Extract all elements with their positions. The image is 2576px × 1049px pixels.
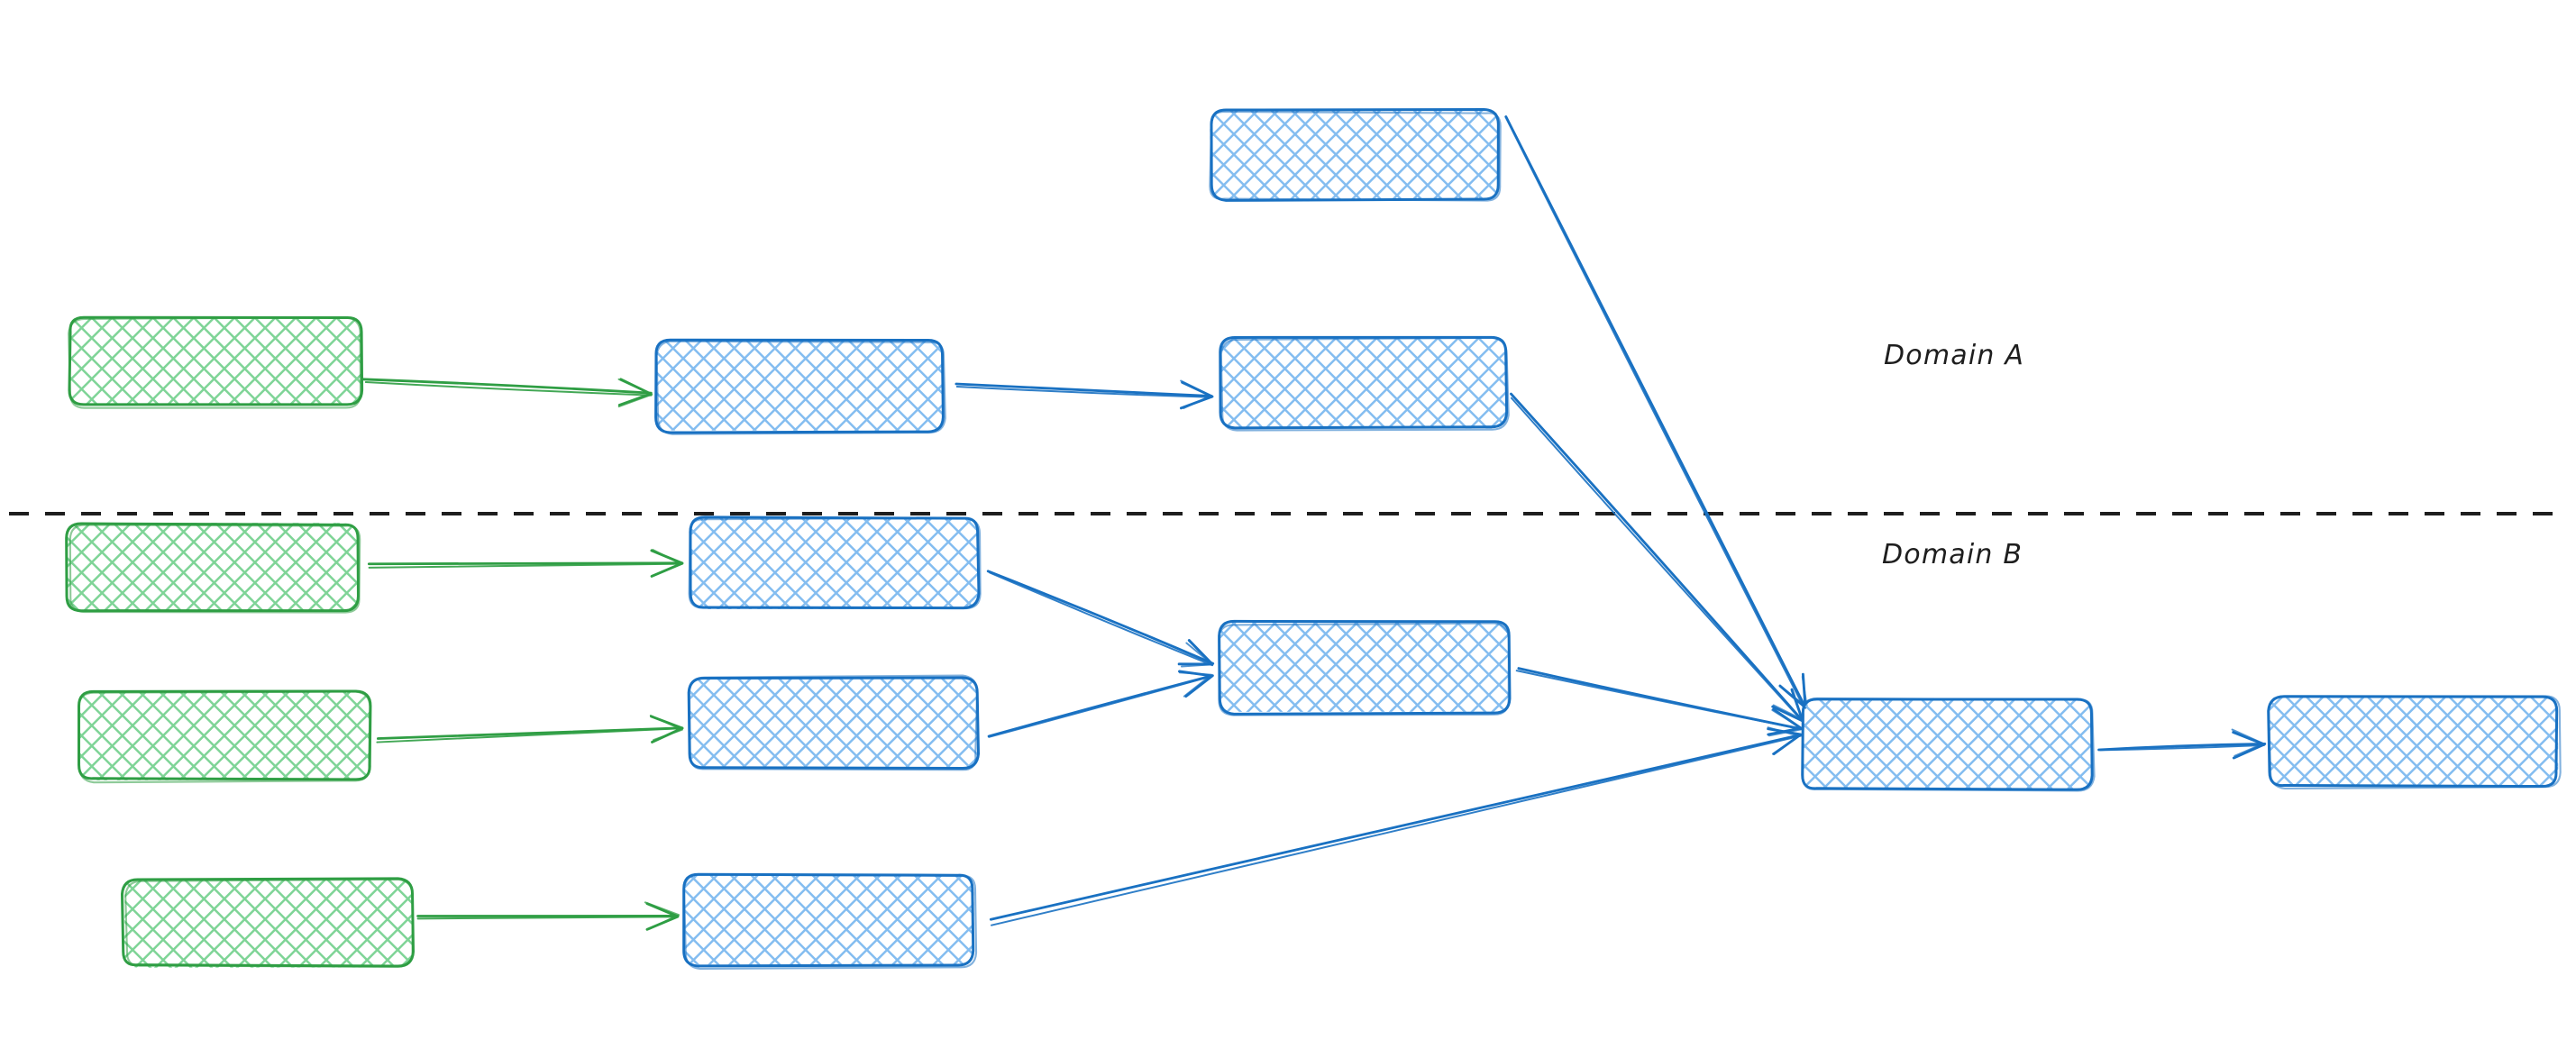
node-hitbox-b-hub[interactable] — [1219, 622, 1508, 712]
node-b-src-3[interactable] — [121, 877, 415, 968]
node-hitbox-a-proc-1[interactable] — [656, 341, 943, 431]
node-b-proc-3[interactable] — [682, 872, 978, 971]
node-hitbox-b-out[interactable] — [2270, 696, 2558, 786]
edge-e2 — [955, 379, 1214, 410]
node-hitbox-b-src-2[interactable] — [79, 692, 370, 780]
nodes-layer — [65, 108, 2562, 971]
edge-e4 — [1510, 392, 1804, 723]
edges-layer — [361, 115, 2267, 931]
node-b-src-2[interactable] — [78, 689, 372, 784]
node-hitbox-b-merge[interactable] — [1803, 698, 2091, 789]
label-domain-b: Domain B — [1882, 539, 2023, 570]
node-hitbox-a-proc-2[interactable] — [1219, 338, 1506, 428]
edge-e8 — [986, 570, 1215, 668]
node-a-proc-1[interactable] — [654, 338, 946, 435]
edge-e5 — [367, 549, 684, 578]
node-b-src-1[interactable] — [65, 522, 361, 614]
edge-e11 — [989, 726, 1804, 926]
edge-e1 — [361, 378, 653, 408]
label-domain-a: Domain A — [1884, 340, 2025, 371]
edge-e6 — [376, 714, 684, 743]
node-a-top-1[interactable] — [1209, 108, 1502, 202]
node-b-hub[interactable] — [1218, 619, 1512, 716]
node-hitbox-b-src-3[interactable] — [124, 879, 413, 967]
node-b-proc-2[interactable] — [687, 674, 980, 771]
edge-e9 — [987, 670, 1214, 738]
edge-e10 — [1515, 667, 1804, 737]
node-hitbox-a-top-1[interactable] — [1210, 110, 1499, 200]
edge-e7 — [416, 901, 681, 931]
node-hitbox-a-src-1[interactable] — [70, 317, 361, 406]
node-a-proc-2[interactable] — [1219, 335, 1510, 432]
node-hitbox-b-src-1[interactable] — [68, 523, 358, 611]
edge-e12 — [2097, 728, 2267, 760]
node-b-proc-1[interactable] — [688, 515, 982, 610]
node-a-src-1[interactable] — [68, 315, 364, 409]
node-hitbox-b-proc-1[interactable] — [690, 518, 978, 608]
node-hitbox-b-proc-3[interactable] — [685, 874, 973, 964]
node-b-out[interactable] — [2267, 695, 2562, 790]
node-hitbox-b-proc-2[interactable] — [690, 678, 978, 768]
node-b-merge[interactable] — [1801, 697, 2096, 792]
edge-e3 — [1504, 115, 1808, 709]
